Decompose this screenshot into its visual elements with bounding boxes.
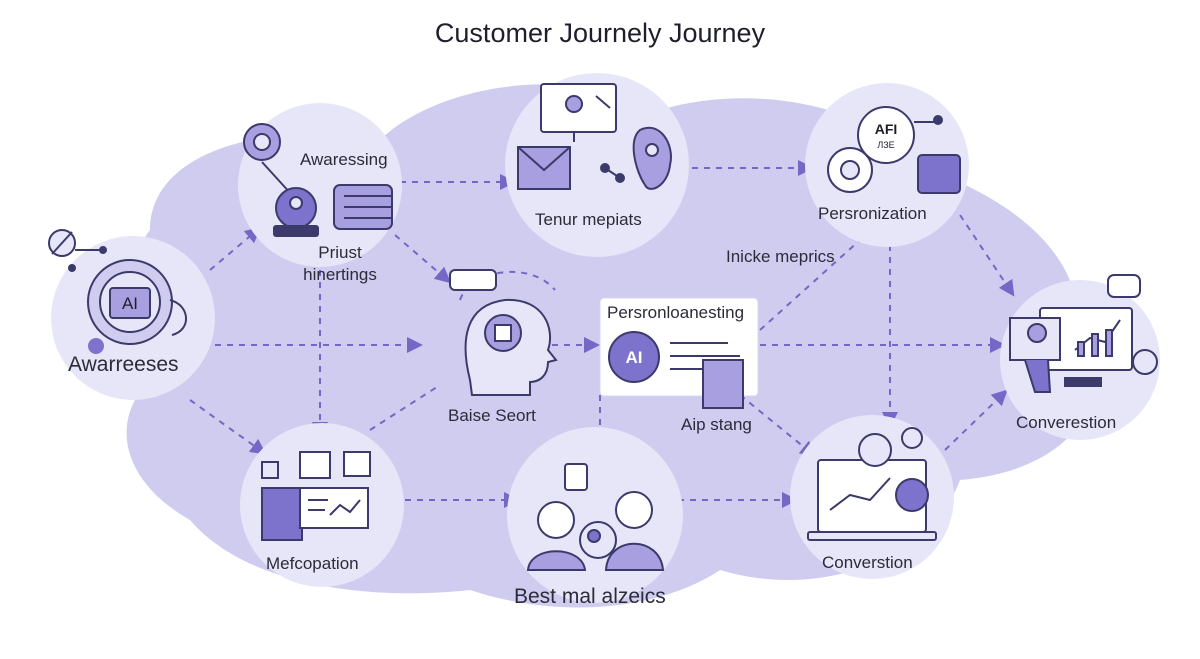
ai-left-text: AI	[122, 294, 138, 313]
connector-baise-loop	[459, 270, 556, 301]
node-personalization-circle	[805, 83, 969, 247]
ai-target-icon	[48, 229, 187, 354]
label-awaressing: Awaressing	[300, 150, 388, 169]
label-aip: Aip stang	[681, 415, 752, 434]
connector-personlo-to-personalization	[759, 239, 861, 331]
laptop-gears-icon	[807, 427, 937, 541]
chart-monitor-icon	[1009, 274, 1158, 393]
documents-chart-icon	[261, 451, 371, 541]
connector-personlo-to-converstion	[739, 394, 817, 458]
node-best-circle	[507, 427, 683, 603]
afi-text: AFI	[875, 121, 898, 137]
connector-personalization-to-converestion	[959, 214, 1015, 297]
connector-awareness-to-awaressing	[209, 226, 262, 271]
connector-converstion-to-converestion	[944, 389, 1008, 451]
label-baise: Baise Seort	[448, 406, 536, 425]
node-circles	[51, 73, 1160, 603]
label-awarreeses: Awarreeses	[68, 353, 179, 376]
head-brain-icon	[449, 269, 558, 396]
ai-center-text: AI	[626, 348, 643, 367]
label-mefcopation: Mefcopation	[266, 554, 359, 573]
connector-mefcopation-to-baise	[369, 384, 441, 431]
gears-icon	[827, 106, 961, 194]
label-hinertings: hinertings	[303, 265, 377, 284]
label-converestion: Converestion	[1016, 413, 1117, 432]
label-personalization-top: Persronization	[818, 204, 927, 223]
label-inicke: Inicke meprics	[726, 247, 835, 266]
label-personlo: Persronloanesting	[607, 303, 745, 322]
label-priust: Priust	[318, 243, 362, 262]
label-best: Best mal alzeics	[514, 585, 666, 608]
afi-subtext: ЛЗЕ	[877, 140, 894, 150]
connectors	[189, 160, 1015, 508]
label-tenur: Tenur mepiats	[535, 210, 642, 229]
lightbulb-hand-icon	[243, 123, 393, 237]
monitor-mail-icon	[517, 83, 672, 190]
people-icon	[526, 463, 665, 571]
label-converstion: Converstion	[822, 553, 913, 572]
personalization-card	[599, 297, 759, 409]
connector-awareness-to-mefcopation	[189, 399, 267, 455]
page-title: Customer Journely Journey	[434, 18, 766, 48]
